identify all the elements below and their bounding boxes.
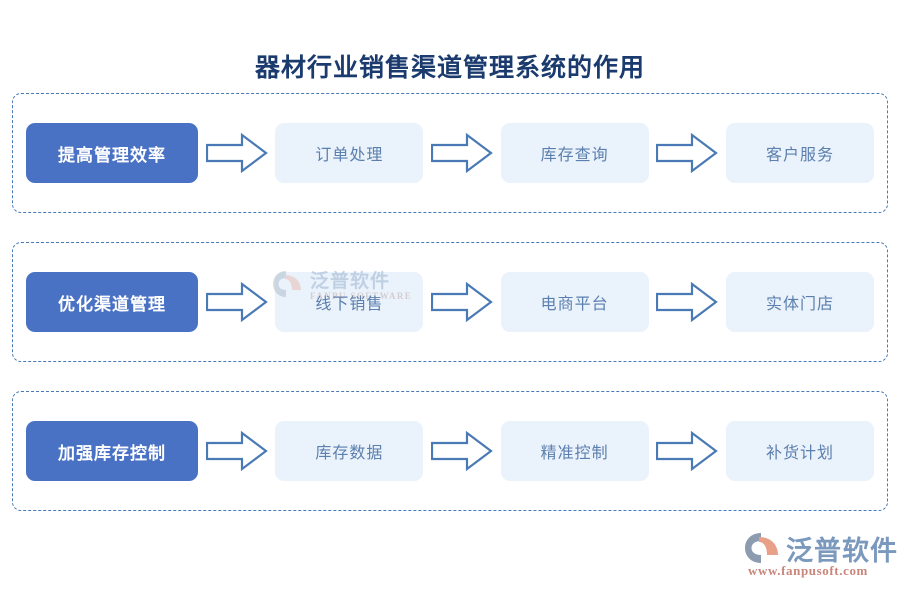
step-node[interactable]: 客户服务 — [725, 123, 874, 183]
arrow-right-icon — [649, 272, 726, 332]
arrow-right-icon — [423, 272, 500, 332]
flow-row: 加强库存控制 库存数据 精准控制 补货计划 — [12, 391, 888, 511]
arrow-right-icon — [649, 123, 726, 183]
arrow-right-icon — [198, 272, 275, 332]
arrow-right-icon — [649, 421, 726, 481]
step-node[interactable]: 实体门店 — [725, 272, 874, 332]
step-node[interactable]: 电商平台 — [500, 272, 649, 332]
step-node[interactable]: 精准控制 — [500, 421, 649, 481]
step-node[interactable]: 订单处理 — [275, 123, 424, 183]
flow-rows-container: 提高管理效率 订单处理 库存查询 客户服务 优化渠道管理 线 — [12, 93, 888, 540]
arrow-right-icon — [198, 421, 275, 481]
brand-logo-url: www.fanpusoft.com — [748, 563, 868, 578]
arrow-right-icon — [423, 421, 500, 481]
brand-logo-name: 泛普软件 — [786, 536, 898, 566]
brand-logo: 泛普软件 www.fanpusoft.com — [732, 530, 897, 582]
step-node[interactable]: 补货计划 — [725, 421, 874, 481]
step-node[interactable]: 库存查询 — [500, 123, 649, 183]
arrow-right-icon — [198, 123, 275, 183]
step-node[interactable]: 线下销售 — [275, 272, 424, 332]
fanpu-logo-mark-icon — [744, 532, 784, 564]
flow-row: 提高管理效率 订单处理 库存查询 客户服务 — [12, 93, 888, 213]
flow-row: 优化渠道管理 线下销售 电商平台 实体门店 — [12, 242, 888, 362]
page-title: 器材行业销售渠道管理系统的作用 — [254, 55, 645, 82]
primary-node[interactable]: 加强库存控制 — [26, 421, 198, 481]
arrow-right-icon — [423, 123, 500, 183]
primary-node[interactable]: 优化渠道管理 — [26, 272, 198, 332]
primary-node[interactable]: 提高管理效率 — [26, 123, 198, 183]
step-node[interactable]: 库存数据 — [275, 421, 424, 481]
